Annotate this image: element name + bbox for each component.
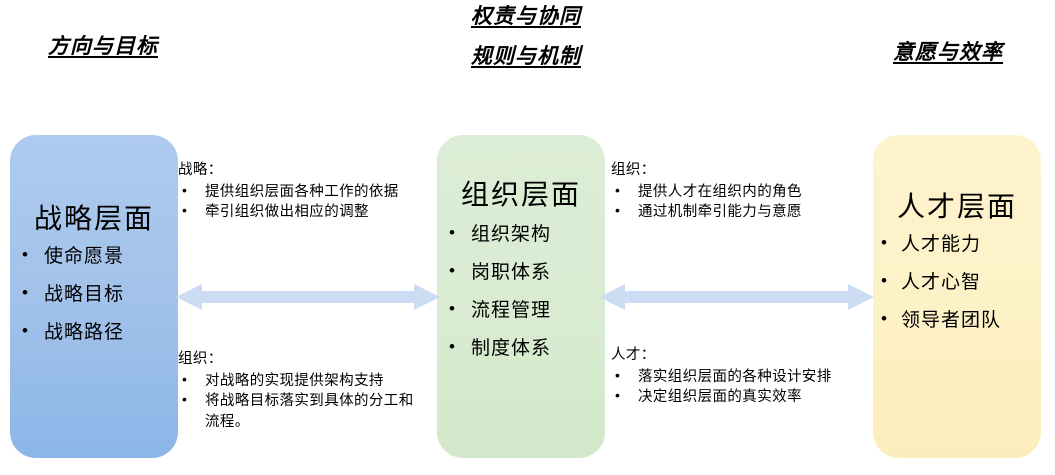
note-list: 提供组织层面各种工作的依据 牵引组织做出相应的调整 xyxy=(178,181,399,223)
header-direction-and-goals: 方向与目标 xyxy=(48,35,158,58)
list-item: 决定组织层面的真实效率 xyxy=(611,386,832,408)
list-item: 岗职体系 xyxy=(437,262,605,282)
note-strategy-to-organization: 战略： 提供组织层面各种工作的依据 牵引组织做出相应的调整 xyxy=(178,160,399,223)
header-rules-and-mechanisms: 规则与机制 xyxy=(471,45,581,68)
pillar-strategy-title: 战略层面 xyxy=(33,203,154,234)
note-talent-to-organization: 人才： 落实组织层面的各种设计安排 决定组织层面的真实效率 xyxy=(611,345,832,408)
list-item: 通过机制牵引能力与意愿 xyxy=(611,201,802,223)
list-item: 将战略目标落实到具体的分工和流程。 xyxy=(178,390,426,432)
note-list: 对战略的实现提供架构支持 将战略目标落实到具体的分工和流程。 xyxy=(178,370,426,433)
note-organization-to-strategy: 组织： 对战略的实现提供架构支持 将战略目标落实到具体的分工和流程。 xyxy=(178,349,426,432)
note-list: 落实组织层面的各种设计安排 决定组织层面的真实效率 xyxy=(611,366,832,408)
pillar-talent-list: 人才能力 人才心智 领导者团队 xyxy=(873,234,1041,349)
list-item: 人才能力 xyxy=(873,234,1041,254)
pillar-talent-title: 人才层面 xyxy=(896,191,1017,222)
list-item: 组织架构 xyxy=(437,224,605,244)
pillar-talent-layer[interactable]: 人才层面 人才能力 人才心智 领导者团队 xyxy=(873,135,1041,458)
list-item: 提供组织层面各种工作的依据 xyxy=(178,181,399,203)
double-arrow-organization-talent-icon xyxy=(599,284,874,310)
list-item: 落实组织层面的各种设计安排 xyxy=(611,366,832,388)
pillar-strategy-layer[interactable]: 战略层面 使命愿景 战略目标 战略路径 xyxy=(10,135,178,458)
note-title: 组织： xyxy=(178,351,223,367)
note-title: 战略： xyxy=(178,162,223,178)
note-list: 提供人才在组织内的角色 通过机制牵引能力与意愿 xyxy=(611,181,802,223)
pillar-organization-title: 组织层面 xyxy=(460,179,581,210)
note-title: 组织： xyxy=(611,162,656,178)
double-arrow-strategy-organization-icon xyxy=(176,284,440,310)
list-item: 领导者团队 xyxy=(873,310,1041,330)
list-item: 使命愿景 xyxy=(10,246,178,266)
list-item: 人才心智 xyxy=(873,272,1041,292)
list-item: 战略目标 xyxy=(10,284,178,304)
header-responsibility-and-collaboration: 权责与协同 xyxy=(471,5,581,28)
note-organization-to-talent: 组织： 提供人才在组织内的角色 通过机制牵引能力与意愿 xyxy=(611,160,802,223)
list-item: 流程管理 xyxy=(437,300,605,320)
pillar-organization-list: 组织架构 岗职体系 流程管理 制度体系 xyxy=(437,224,605,377)
list-item: 制度体系 xyxy=(437,338,605,358)
list-item: 战略路径 xyxy=(10,322,178,342)
list-item: 对战略的实现提供架构支持 xyxy=(178,370,426,392)
note-title: 人才： xyxy=(611,347,656,363)
list-item: 提供人才在组织内的角色 xyxy=(611,181,802,203)
pillar-organization-layer[interactable]: 组织层面 组织架构 岗职体系 流程管理 制度体系 xyxy=(437,135,605,458)
list-item: 牵引组织做出相应的调整 xyxy=(178,201,399,223)
pillar-strategy-list: 使命愿景 战略目标 战略路径 xyxy=(10,246,178,361)
header-willingness-and-efficiency: 意愿与效率 xyxy=(893,41,1003,64)
